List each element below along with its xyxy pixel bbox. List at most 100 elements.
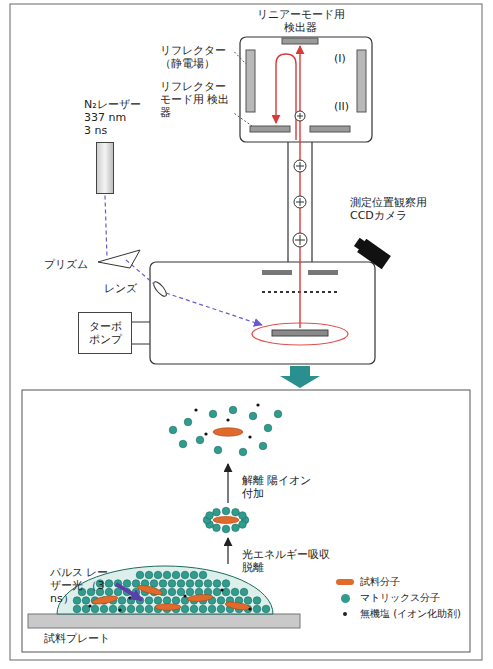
process-arrow	[227, 464, 228, 503]
laser-beam	[126, 260, 154, 284]
matrix-molecule	[213, 580, 221, 588]
matrix-molecule	[222, 525, 230, 533]
matrix-molecule	[172, 597, 180, 605]
part-label: リフレクター（静電場）	[160, 44, 232, 70]
matrix-molecule	[239, 448, 247, 456]
process-arrow	[227, 538, 228, 564]
pump-label: ターボ ポンプ	[86, 320, 125, 346]
matrix-molecule	[73, 597, 81, 605]
mode-number: (I)	[334, 52, 346, 65]
pump-pipe	[132, 344, 150, 345]
part-label: レンズ	[104, 282, 137, 295]
matrix-molecule	[190, 571, 198, 579]
matrix-molecule	[232, 524, 240, 532]
ccd-camera	[352, 235, 391, 269]
matrix-molecule	[259, 442, 267, 450]
salt-particle	[118, 608, 121, 611]
matrix-molecule	[82, 597, 90, 605]
matrix-molecule	[154, 571, 162, 579]
inset-frame	[22, 390, 470, 652]
matrix-molecule	[168, 588, 176, 596]
ion-circle	[294, 160, 306, 172]
plus-sign	[300, 198, 301, 206]
sample-molecule	[213, 428, 243, 436]
sample-plate	[28, 614, 300, 628]
matrix-molecule	[231, 588, 239, 596]
linear-detector	[282, 38, 318, 44]
reflector-plate	[357, 50, 366, 112]
salt-particle	[220, 588, 223, 591]
matrix-molecule	[204, 580, 212, 588]
legend-text: 試料分子	[360, 576, 400, 588]
ion-circle	[293, 233, 307, 247]
matrix-molecule	[163, 571, 171, 579]
sample-plate	[272, 330, 328, 336]
part-label: 測定位置観察用 CCDカメラ	[350, 196, 433, 222]
matrix-molecule	[127, 597, 135, 605]
flight-tube-wall	[287, 142, 288, 262]
part-label: リニアーモード用 検出器	[255, 8, 346, 34]
part-label: 解離 陽イオン付加	[242, 474, 314, 500]
legend-row: 試料分子	[334, 576, 400, 588]
matrix-molecule	[232, 508, 240, 516]
matrix-molecule	[150, 580, 158, 588]
matrix-molecule	[253, 605, 261, 613]
laser-beam	[166, 293, 262, 325]
legend-row: 無機塩 (イオン化助剤)	[334, 608, 461, 620]
matrix-molecule	[196, 436, 204, 444]
part-label: プリズム	[44, 258, 88, 271]
reflector-detector	[250, 126, 290, 132]
matrix-molecule	[118, 597, 126, 605]
ion-symbol	[294, 160, 306, 172]
matrix-molecule	[168, 580, 176, 588]
zoom-arrow	[280, 366, 320, 388]
ion-symbol	[295, 111, 305, 121]
matrix-molecule	[213, 524, 221, 532]
part-label: 光エネルギー吸収 脱離	[242, 548, 337, 574]
laser-unit: N₂レーザー337 nm3 ns	[84, 98, 141, 194]
matrix-molecule	[114, 588, 122, 596]
pulse-laser-arrow	[116, 584, 142, 600]
matrix-molecule	[222, 507, 230, 515]
reflector-detector	[310, 126, 350, 132]
sample-molecule	[155, 604, 181, 611]
reflector-ion-path	[276, 54, 296, 140]
ion-symbol	[293, 233, 307, 247]
matrix-molecule	[209, 410, 217, 418]
part-label: パルス レーザー光 （3 ns）	[50, 566, 109, 606]
prism	[98, 250, 140, 268]
legend-swatch	[336, 579, 354, 585]
matrix-molecule	[249, 412, 257, 420]
matrix-molecule	[177, 588, 185, 596]
laser-spec: 337 nm	[84, 111, 141, 124]
camera-lens	[354, 238, 365, 250]
matrix-molecule	[181, 571, 189, 579]
matrix-molecule	[240, 588, 248, 596]
matrix-molecule	[186, 580, 194, 588]
matrix-molecule	[109, 605, 117, 613]
matrix-molecule	[169, 426, 177, 434]
salt-particle	[248, 607, 251, 610]
legend-swatch-box	[334, 612, 356, 616]
laser-beam	[105, 196, 107, 258]
matrix-molecule	[154, 597, 162, 605]
salt-particle	[226, 418, 229, 421]
leader-line	[235, 52, 247, 64]
outer-frame	[10, 4, 482, 660]
legend-swatch	[341, 594, 350, 603]
matrix-molecule	[214, 446, 222, 454]
extraction-plate	[308, 270, 338, 275]
matrix-molecule	[199, 605, 207, 613]
salt-particle	[204, 432, 207, 435]
sample-molecule	[187, 594, 213, 603]
sample-molecule	[92, 594, 119, 605]
matrix-molecule	[264, 424, 272, 432]
legend-swatch	[343, 612, 347, 616]
matrix-molecule	[177, 580, 185, 588]
matrix-molecule	[186, 588, 194, 596]
linear-ion-path	[299, 46, 300, 328]
matrix-molecule	[217, 605, 225, 613]
extraction-plate	[262, 270, 292, 275]
matrix-molecule	[105, 588, 113, 596]
